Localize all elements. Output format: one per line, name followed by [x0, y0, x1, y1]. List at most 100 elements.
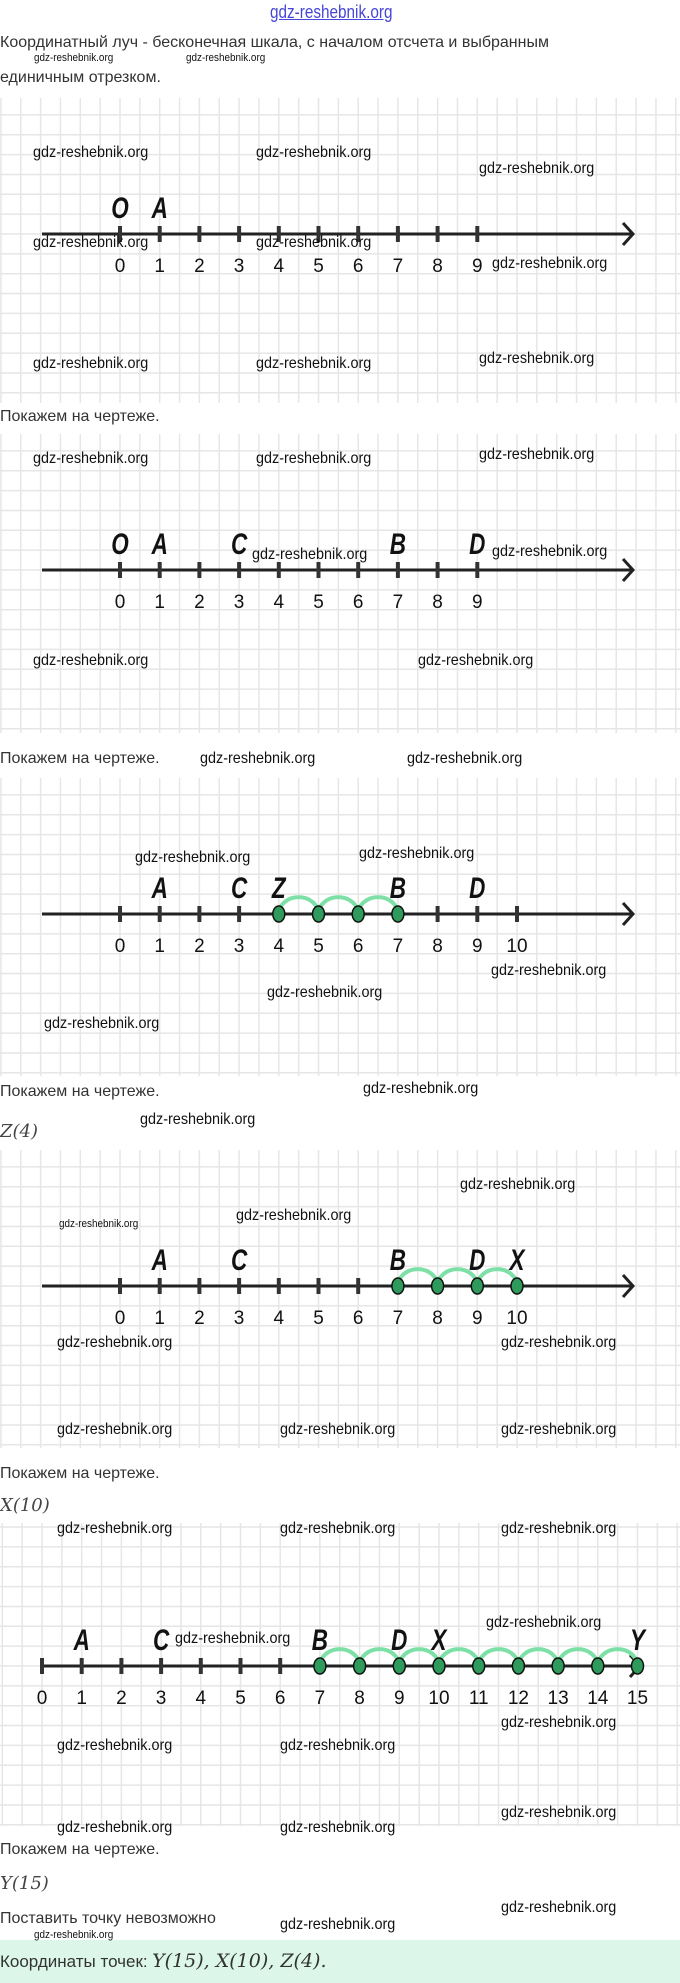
watermark-text: gdz-reshebnik.org: [236, 1207, 352, 1224]
watermark-text: gdz-reshebnik.org: [280, 1520, 396, 1537]
watermark-text: gdz-reshebnik.org: [267, 984, 383, 1001]
intro-line-1: Координатный луч - бесконечная шкала, с …: [0, 34, 549, 51]
y-result: Y(15): [0, 1873, 49, 1894]
point-dot: [430, 1277, 445, 1295]
tick-label: 9: [472, 256, 483, 277]
watermark-text: gdz-reshebnik.org: [57, 1520, 173, 1537]
watermark-text: gdz-reshebnik.org: [33, 144, 149, 161]
watermark-text: gdz-reshebnik.org: [491, 962, 607, 979]
watermark-text: gdz-reshebnik.org: [501, 1334, 617, 1351]
watermark-text: gdz-reshebnik.org: [501, 1899, 617, 1916]
tick-label: 9: [472, 1308, 483, 1329]
tick-label: 3: [234, 1308, 245, 1329]
tick-label: 4: [196, 1688, 207, 1709]
tick-label: 6: [353, 256, 364, 277]
tick-label: 5: [313, 936, 324, 957]
tick-label: 10: [428, 1688, 449, 1709]
point-label-z: Z: [271, 871, 287, 905]
watermark-text: gdz-reshebnik.org: [140, 1111, 256, 1128]
tick-label: 0: [115, 1308, 126, 1329]
tick-label: 3: [156, 1688, 167, 1709]
point-label-x: X: [430, 1623, 448, 1657]
watermark-text: gdz-reshebnik.org: [33, 652, 149, 669]
watermark-text: gdz-reshebnik.org: [280, 1737, 396, 1754]
tick-label: 0: [115, 256, 126, 277]
tick-label: 1: [154, 1308, 165, 1329]
tick-label: 1: [154, 592, 165, 613]
point-dot: [551, 1657, 565, 1675]
watermark-text: gdz-reshebnik.org: [280, 1819, 396, 1836]
tick-label: 2: [194, 1308, 205, 1329]
tick-label: 2: [194, 592, 205, 613]
watermark-text: gdz-reshebnik.org: [44, 1015, 160, 1032]
point-label-d: D: [469, 1243, 485, 1277]
arrow-icon: [621, 557, 636, 583]
tick-label: 7: [393, 936, 404, 957]
tick-label: 6: [275, 1688, 286, 1709]
point-dot: [391, 905, 405, 923]
tick-label: 14: [587, 1688, 609, 1709]
point-label-d: D: [469, 527, 485, 561]
tick-label: 4: [274, 1308, 285, 1329]
watermark-text: gdz-reshebnik.org: [256, 144, 372, 161]
watermark-text: gdz-reshebnik.org: [407, 750, 523, 767]
show-text-1: Покажем на чертеже.: [0, 408, 160, 425]
point-label-o: O: [111, 527, 129, 561]
tick-label: 7: [315, 1688, 326, 1709]
watermark-text: gdz-reshebnik.org: [492, 255, 608, 272]
point-label-y: Y: [630, 1623, 647, 1657]
tick-label: 8: [354, 1688, 365, 1709]
site-title-watermark[interactable]: gdz-reshebnik.org: [270, 2, 393, 22]
tick-label: 5: [313, 592, 324, 613]
point-label-a: A: [73, 1623, 90, 1657]
watermark-text: gdz-reshebnik.org: [256, 355, 372, 372]
tick-label: 15: [627, 1688, 648, 1709]
point-label-d: D: [391, 1623, 407, 1657]
watermark-text: gdz-reshebnik.org: [501, 1714, 617, 1731]
watermark-text: gdz-reshebnik.org: [492, 543, 608, 560]
point-label-c: C: [231, 527, 248, 561]
watermark-text: gdz-reshebnik.org: [252, 546, 368, 563]
point-label-b: B: [390, 1243, 406, 1277]
watermark-text: gdz-reshebnik.org: [33, 234, 149, 251]
watermark-text: gdz-reshebnik.org: [256, 234, 372, 251]
point-label-c: C: [231, 1243, 248, 1277]
point-label-a: A: [151, 527, 168, 561]
point-dot: [272, 905, 286, 923]
tick-label: 2: [194, 936, 205, 957]
point-dot: [351, 905, 365, 923]
tick-label: 3: [234, 936, 245, 957]
answer-label: Координаты точек:: [0, 1952, 148, 1971]
watermark-text: gdz-reshebnik.org: [479, 160, 595, 177]
tick-label: 9: [472, 936, 483, 957]
point-dot: [311, 905, 326, 923]
point-dot: [313, 1657, 327, 1675]
watermark-text: gdz-reshebnik.org: [460, 1176, 576, 1193]
watermark-text: gdz-reshebnik.org: [501, 1804, 617, 1821]
point-label-d: D: [469, 871, 485, 905]
tick-label: 4: [274, 256, 285, 277]
point-dot: [470, 1277, 485, 1295]
watermark-text: gdz-reshebnik.org: [280, 1421, 396, 1438]
tick-label: 1: [154, 256, 165, 277]
watermark-text: gdz-reshebnik.org: [256, 450, 372, 467]
point-label-c: C: [153, 1623, 170, 1657]
show-text-3: Покажем на чертеже.: [0, 1083, 160, 1100]
point-dot: [352, 1657, 367, 1675]
watermark-text: gdz-reshebnik.org: [501, 1421, 617, 1438]
tick-label: 6: [353, 936, 364, 957]
point-label-o: O: [111, 191, 129, 225]
watermark-text: gdz-reshebnik.org: [186, 52, 266, 64]
point-label-c: C: [231, 871, 248, 905]
tick-label: 8: [432, 936, 443, 957]
tick-label: 0: [115, 936, 126, 957]
show-text-2: Покажем на чертеже.: [0, 750, 160, 767]
arrow-icon: [621, 221, 636, 247]
